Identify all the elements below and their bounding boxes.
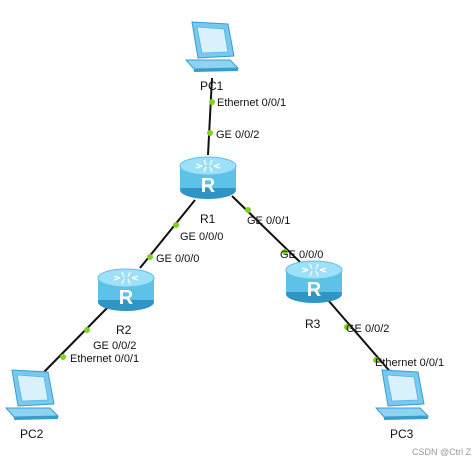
r2-name: R2: [116, 323, 132, 337]
link-r3-pc3: [327, 299, 394, 376]
link-pc1-r1: [207, 77, 213, 156]
port-dot-r3-ge000: [282, 249, 288, 255]
pc2-name: PC2: [20, 427, 44, 441]
port-label-pc1-eth: Ethernet 0/0/1: [217, 97, 286, 109]
port-label-r1-ge001: GE 0/0/1: [247, 215, 290, 227]
pc1-icon[interactable]: [185, 21, 239, 73]
port-label-r3-ge000: GE 0/0/0: [280, 249, 323, 261]
port-label-r3-ge002: GE 0/0/2: [346, 323, 389, 335]
r1-router-icon[interactable]: R: [179, 156, 237, 200]
pc1-name: PC1: [200, 79, 224, 93]
port-dot-r2-ge000: [147, 254, 153, 260]
port-label-r1-ge000: GE 0/0/0: [180, 231, 223, 243]
port-dot-pc2-eth: [60, 354, 66, 360]
r3-router-icon[interactable]: R: [285, 260, 343, 304]
pc2-icon[interactable]: [5, 369, 59, 421]
pc3-icon[interactable]: [375, 369, 429, 421]
port-dot-r1-ge001: [245, 207, 251, 213]
watermark: CSDN @Ctrl Z.: [412, 447, 472, 457]
router-glyph: R: [201, 175, 216, 197]
router-glyph: R: [307, 279, 322, 301]
port-label-r2-ge000: GE 0/0/0: [156, 253, 199, 265]
port-label-r2-ge002: GE 0/0/2: [93, 340, 136, 352]
r1-name: R1: [200, 212, 216, 226]
port-dot-r3-ge002: [344, 324, 350, 330]
port-dot-r1-ge002: [207, 130, 213, 136]
link-r1-r3: [231, 195, 301, 263]
port-label-pc2-eth: Ethernet 0/0/1: [70, 353, 139, 365]
port-dot-pc3-eth: [373, 357, 379, 363]
r3-name: R3: [305, 317, 321, 331]
link-r2-pc2: [43, 304, 111, 373]
pc3-name: PC3: [390, 427, 414, 441]
port-dot-r2-ge002: [84, 327, 90, 333]
router-glyph: R: [119, 287, 134, 309]
port-dot-r1-ge000: [173, 222, 179, 228]
port-label-pc3-eth: Ethernet 0/0/1: [375, 357, 444, 369]
port-label-r1-ge002: GE 0/0/2: [216, 129, 259, 141]
r2-router-icon[interactable]: R: [97, 268, 155, 312]
port-dot-pc1-eth: [209, 99, 215, 105]
